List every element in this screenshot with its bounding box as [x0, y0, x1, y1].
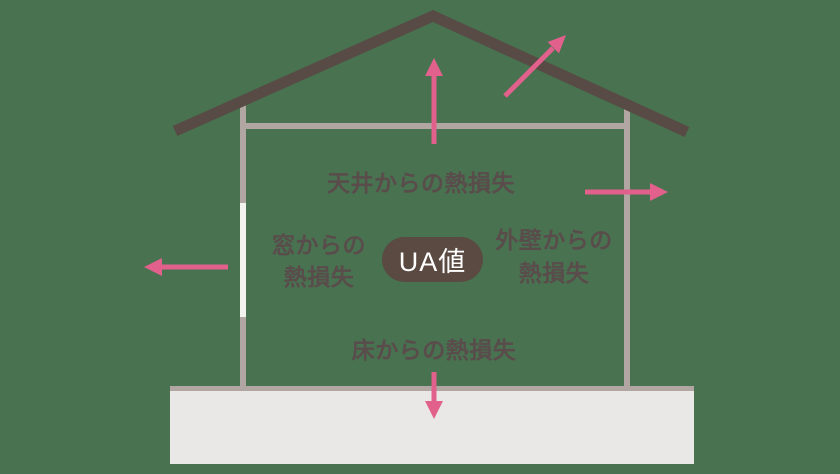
wall-heat-loss-line1: 外壁からの: [495, 227, 613, 253]
wall-heat-loss-label: 外壁からの 熱損失: [495, 224, 613, 290]
floor-heat-loss-label: 床からの熱損失: [351, 337, 517, 363]
ceiling-heat-loss-label: 天井からの熱損失: [327, 170, 515, 196]
window-heat-loss-line2: 熱損失: [283, 264, 355, 290]
ua-value-badge: UA値: [382, 237, 483, 282]
window: [240, 203, 246, 317]
roof: [172, 9, 690, 138]
arrow-left-icon: [144, 258, 228, 276]
wall-heat-loss-line2: 熱損失: [518, 260, 590, 286]
arrow-diagonal-up-right-icon: [503, 35, 566, 98]
arrow-right-icon: [585, 183, 668, 201]
arrow-down-icon: [425, 372, 443, 419]
window-heat-loss-label: 窓からの 熱損失: [272, 229, 366, 293]
window-heat-loss-line1: 窓からの: [272, 232, 366, 258]
arrow-up-icon: [425, 58, 443, 144]
right-wall: [624, 100, 630, 386]
